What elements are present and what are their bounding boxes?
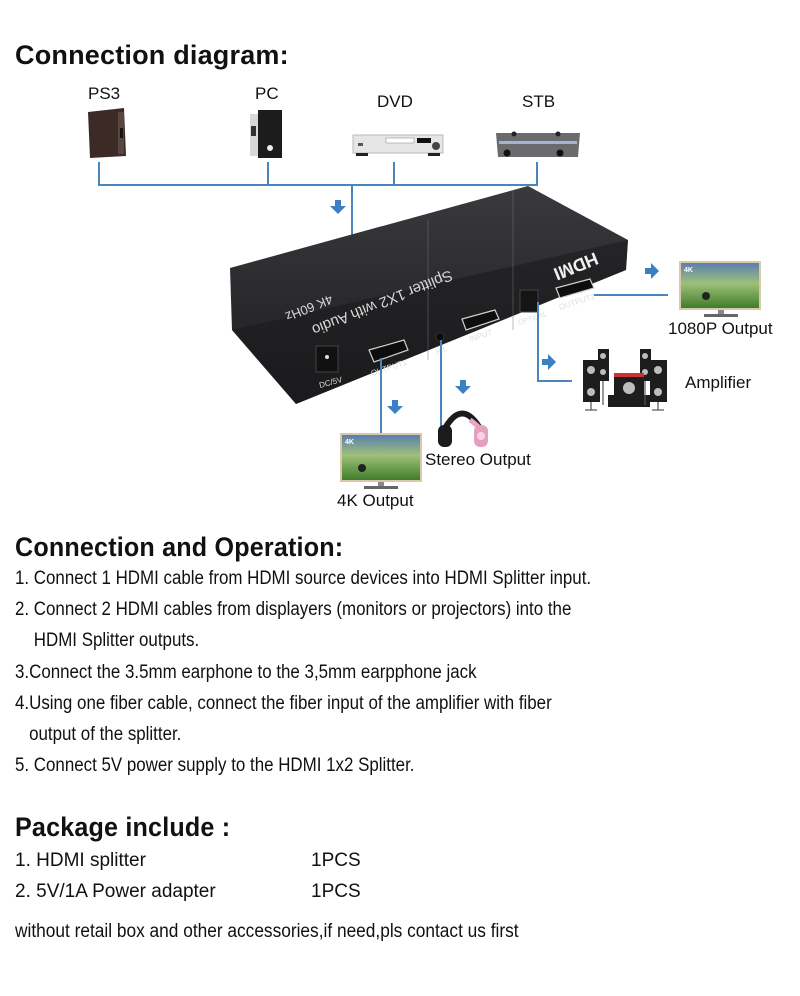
step-item: 1. Connect 1 HDMI cable from HDMI source… xyxy=(15,568,592,589)
optical-port xyxy=(519,289,539,313)
output-label-1080p: 1080P Output xyxy=(668,319,773,338)
source-label-stb: STB xyxy=(522,92,556,111)
tv-badge: 4K xyxy=(684,267,693,274)
output-label-amplifier: Amplifier xyxy=(685,373,752,392)
output-label-stereo: Stereo Output xyxy=(425,450,531,469)
step-item: 4.Using one fiber cable, connect the fib… xyxy=(15,693,552,714)
output1-port xyxy=(368,339,409,363)
ps3-icon xyxy=(88,108,126,158)
step-item: 3.Connect the 3.5mm earphone to the 3,5m… xyxy=(15,662,477,683)
operation-title: Connection and Operation: xyxy=(15,532,344,562)
source-label-ps3: PS3 xyxy=(88,84,121,103)
arrow-right-icon xyxy=(645,263,659,279)
arrow-right-icon xyxy=(542,354,556,370)
output-lines xyxy=(380,294,668,433)
connection-diagram: Splitter 1X2 with Audio 4K 60Hz HDMI DC/… xyxy=(88,108,761,489)
source-label-dvd: DVD xyxy=(377,92,413,111)
svg-text:4K: 4K xyxy=(345,439,354,446)
package-title: Package include : xyxy=(15,812,231,842)
arrow-down-icon xyxy=(387,400,403,414)
step-item: 5. Connect 5V power supply to the HDMI 1… xyxy=(15,755,415,776)
output-label-4k: 4K Output xyxy=(337,491,414,510)
package-note: without retail box and other accessories… xyxy=(15,921,519,942)
pc-icon xyxy=(250,110,282,158)
hdmi-splitter-device: Splitter 1X2 with Audio 4K 60Hz HDMI DC/… xyxy=(230,186,628,404)
headphones-icon xyxy=(438,410,488,447)
output2-port xyxy=(555,278,595,299)
tv-4k-icon: 4K xyxy=(340,433,422,489)
flow-arrows xyxy=(330,200,659,414)
diagram-title: Connection diagram: xyxy=(15,40,289,70)
stb-icon xyxy=(496,131,580,157)
input-port xyxy=(461,309,500,331)
package-item-name: 2. 5V/1A Power adapter xyxy=(15,881,216,902)
tv-1080p-icon: 4K xyxy=(679,261,761,317)
step-item: output of the splitter. xyxy=(15,724,182,745)
port-label-optical: OPTICAL xyxy=(517,311,548,327)
step-item: 2. Connect 2 HDMI cables from displayers… xyxy=(15,599,572,620)
package-item-qty: 1PCS xyxy=(311,850,361,871)
package-item-name: 1. HDMI splitter xyxy=(15,850,146,871)
package-item-qty: 1PCS xyxy=(311,881,361,902)
amplifier-speakers-icon xyxy=(583,349,667,411)
rl-jack xyxy=(435,332,445,342)
source-label-pc: PC xyxy=(255,84,279,103)
step-item: HDMI Splitter outputs. xyxy=(15,630,200,651)
arrow-down-icon xyxy=(455,380,471,394)
arrow-down-icon xyxy=(330,200,346,214)
dvd-icon xyxy=(352,134,444,156)
